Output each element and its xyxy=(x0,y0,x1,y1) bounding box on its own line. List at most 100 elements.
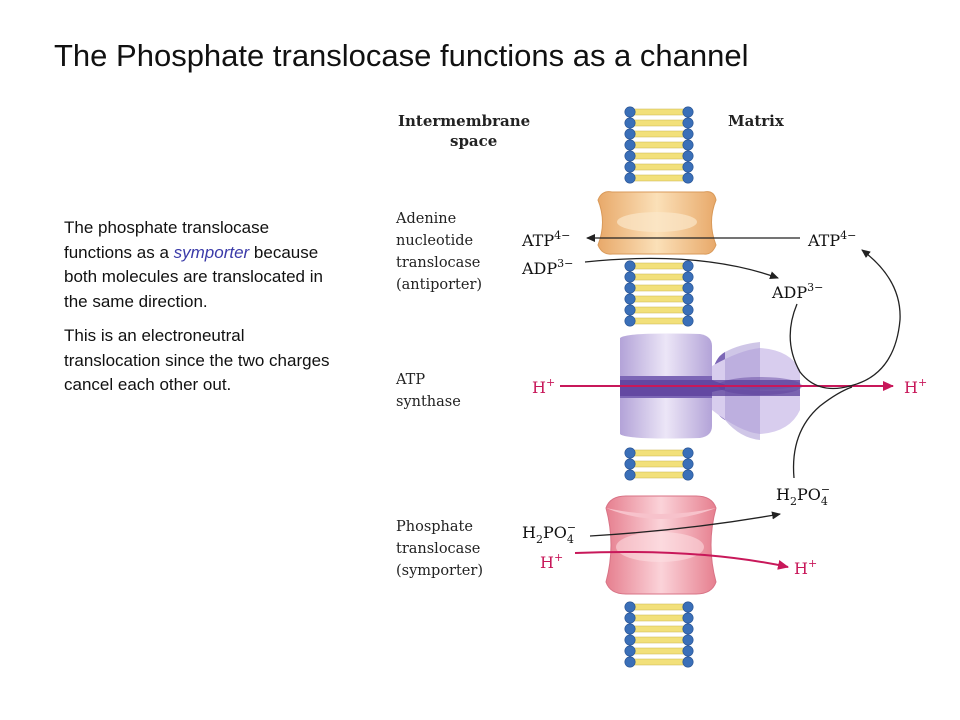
lipid-head xyxy=(682,612,694,624)
ant-species: ATP4− ADP3− ATP4− ADP3− xyxy=(521,229,856,302)
lipid-tail xyxy=(633,636,685,644)
lipid-tail xyxy=(633,130,685,138)
lipid-head xyxy=(624,623,636,635)
phosphate-to-synthase-arrow xyxy=(792,386,853,479)
atp-intermembrane: ATP4− xyxy=(521,229,570,250)
lipid-head xyxy=(624,150,636,162)
lipid-head xyxy=(682,106,694,118)
lipid-tail xyxy=(633,262,685,270)
lipid-head xyxy=(624,293,636,305)
ant-name-line-3: translocase xyxy=(396,255,480,271)
lipid-head xyxy=(682,315,694,327)
adenine-nucleotide-translocase-protein xyxy=(597,191,717,255)
lipid-tail xyxy=(633,152,685,160)
lipid-head xyxy=(624,656,636,668)
lipid-head xyxy=(624,172,636,184)
diagram-labels: Intermembrane space Matrix Adenine nucle… xyxy=(395,112,785,579)
lipid-head xyxy=(682,634,694,646)
lipid-head xyxy=(624,271,636,283)
phosphate-name-line-2: translocase xyxy=(396,541,480,557)
lipid-head xyxy=(682,271,694,283)
lipid-head xyxy=(624,612,636,624)
proton-symport-arrow xyxy=(574,550,789,570)
lipid-tail xyxy=(633,141,685,149)
lipid-head xyxy=(682,260,694,272)
lipid-head xyxy=(682,656,694,668)
paragraph-1-start: The phosphate translocase functions as a xyxy=(64,218,270,262)
lipid-tail xyxy=(633,108,685,116)
lipid-tail xyxy=(633,471,685,479)
lipid-head xyxy=(682,161,694,173)
lipid-head xyxy=(682,293,694,305)
lipid-head xyxy=(624,634,636,646)
phosphate-name-line-1: Phosphate xyxy=(396,519,473,535)
lipid-tail xyxy=(633,273,685,281)
atp-matrix: ATP4− xyxy=(807,229,856,250)
proton-phosphate-intermembrane: H+ xyxy=(540,551,563,572)
lipid-head xyxy=(624,161,636,173)
proton-phosphate-matrix: H+ xyxy=(794,557,817,578)
lipid-tail xyxy=(633,119,685,127)
phosphate-import-arrow xyxy=(589,511,781,537)
adp-import-arrow xyxy=(584,257,779,280)
lipid-tail xyxy=(633,317,685,325)
proton-matrix: H+ xyxy=(904,376,927,397)
phosphate-matrix: H2PO4− xyxy=(776,483,830,508)
lipid-head xyxy=(624,447,636,459)
lipid-head xyxy=(624,315,636,327)
phosphate-translocase-protein xyxy=(605,495,717,595)
lipid-tail xyxy=(633,603,685,611)
adp-intermembrane: ADP3− xyxy=(521,257,573,278)
lipid-tail xyxy=(633,460,685,468)
lipid-tail xyxy=(633,625,685,633)
lipid-head xyxy=(682,172,694,184)
paragraph-electroneutral: This is an electroneutral translocation … xyxy=(64,326,330,394)
ant-name-line-2: nucleotide xyxy=(396,233,473,249)
lipid-head xyxy=(624,106,636,118)
atp-synthesis-cycle-arrow xyxy=(789,249,901,390)
lipid-head xyxy=(682,645,694,657)
body-text: The phosphate translocase functions as a… xyxy=(64,216,336,408)
lipid-head xyxy=(682,623,694,635)
lipid-tail xyxy=(633,284,685,292)
paragraph-symporter: The phosphate translocase functions as a… xyxy=(64,216,336,314)
paragraph-1-end: because both molecules are translocated … xyxy=(64,242,323,311)
lipid-tail xyxy=(633,449,685,457)
lipid-head xyxy=(682,128,694,140)
intermembrane-label: Intermembrane xyxy=(398,112,530,130)
adp-matrix: ADP3− xyxy=(771,281,823,302)
lipid-tail xyxy=(633,306,685,314)
lipid-tail xyxy=(633,163,685,171)
atp-synthase-name-line-1: ATP xyxy=(395,372,425,388)
symporter-keyword: symporter xyxy=(173,242,250,262)
lipid-head xyxy=(624,117,636,129)
slide-title: The Phosphate translocase functions as a… xyxy=(54,38,749,73)
lipid-head xyxy=(624,128,636,140)
lipid-head xyxy=(624,601,636,613)
matrix-label: Matrix xyxy=(728,112,785,130)
lipid-head xyxy=(682,469,694,481)
proton-intermembrane: H+ xyxy=(532,376,555,397)
lipid-head xyxy=(682,304,694,316)
phosphate-species: H2PO4− H+ H2PO4− H+ xyxy=(522,483,830,578)
phosphate-intermembrane: H2PO4− xyxy=(522,521,576,546)
lipid-tail xyxy=(633,295,685,303)
atp-synthase-name-line-2: synthase xyxy=(396,394,461,410)
lipid-head xyxy=(682,150,694,162)
atp-synthase-species: H+ H+ xyxy=(532,249,927,479)
lipid-head xyxy=(682,601,694,613)
intermembrane-space-label: space xyxy=(450,132,497,150)
ant-name-line-4: (antiporter) xyxy=(396,277,482,293)
lipid-head xyxy=(682,447,694,459)
lipid-head xyxy=(624,645,636,657)
lipid-bilayer xyxy=(624,106,694,668)
lipid-tail xyxy=(633,174,685,182)
lipid-tail xyxy=(633,647,685,655)
lipid-head xyxy=(624,260,636,272)
phosphate-name-line-3: (symporter) xyxy=(396,563,483,579)
lipid-head xyxy=(624,282,636,294)
lipid-head xyxy=(624,458,636,470)
lipid-head xyxy=(624,304,636,316)
ant-name-line-1: Adenine xyxy=(395,211,456,227)
